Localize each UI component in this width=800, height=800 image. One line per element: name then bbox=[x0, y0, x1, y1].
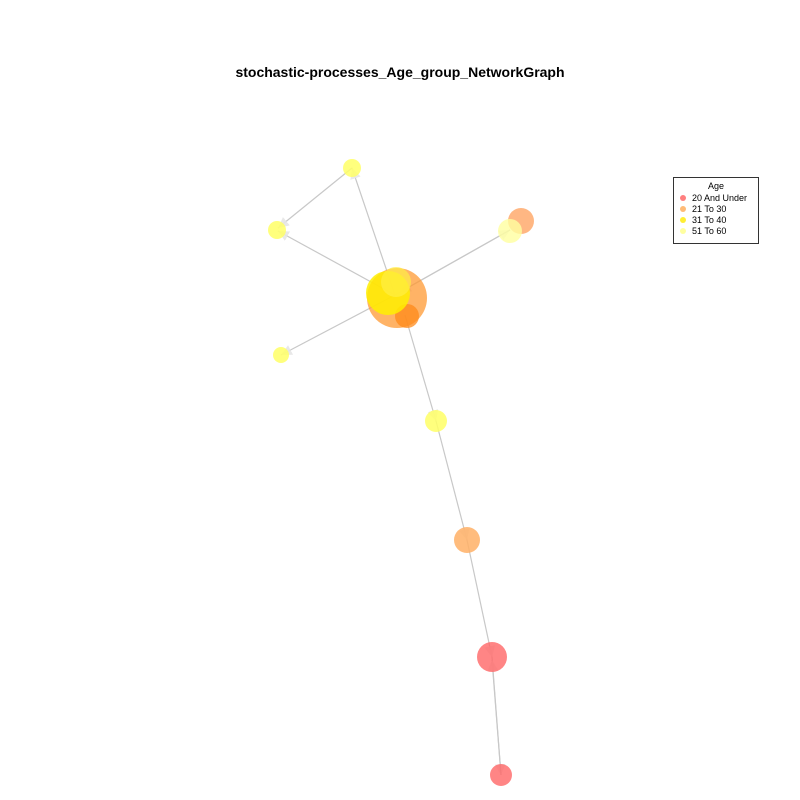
legend-item: 20 And Under bbox=[674, 192, 758, 203]
legend-swatch bbox=[680, 205, 686, 212]
legend-label: 20 And Under bbox=[692, 192, 748, 203]
node bbox=[268, 221, 286, 239]
legend-swatch bbox=[680, 216, 686, 223]
node bbox=[498, 219, 522, 243]
edge bbox=[435, 420, 470, 541]
node bbox=[477, 642, 507, 672]
legend: Age 20 And Under 21 To 30 31 To 40 51 To… bbox=[673, 177, 759, 244]
node bbox=[381, 267, 411, 297]
node bbox=[343, 159, 361, 177]
edge bbox=[487, 659, 502, 776]
node bbox=[273, 347, 289, 363]
edge bbox=[404, 314, 439, 422]
legend-label: 31 To 40 bbox=[692, 214, 727, 225]
legend-swatch bbox=[680, 194, 686, 201]
node bbox=[425, 410, 447, 432]
edge bbox=[277, 167, 353, 229]
legend-item: 51 To 60 bbox=[674, 225, 758, 236]
node bbox=[490, 764, 512, 786]
legend-item: 21 To 30 bbox=[674, 203, 758, 214]
legend-swatch bbox=[680, 227, 686, 234]
legend-label: 51 To 60 bbox=[692, 225, 727, 236]
legend-label: 21 To 30 bbox=[692, 203, 727, 214]
graph-title: stochastic-processes_Age_group_NetworkGr… bbox=[235, 64, 565, 80]
node bbox=[454, 527, 480, 553]
nodes bbox=[268, 159, 534, 786]
edges bbox=[277, 167, 511, 776]
edge bbox=[466, 539, 496, 658]
legend-item: 31 To 40 bbox=[674, 214, 758, 225]
legend-title: Age bbox=[707, 181, 724, 191]
